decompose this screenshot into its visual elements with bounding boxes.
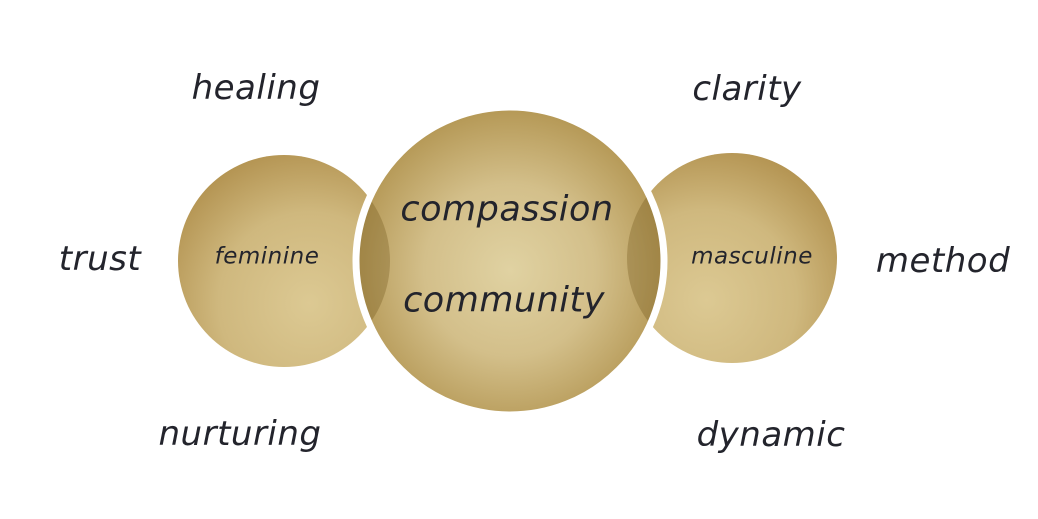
center-circle [356, 107, 664, 415]
label-clarity: clarity [692, 69, 802, 109]
label-compassion: compassion [400, 189, 614, 230]
label-masculine: masculine [691, 243, 813, 270]
label-trust: trust [58, 239, 142, 279]
label-community: community [403, 280, 605, 321]
masculine-circle [627, 153, 837, 363]
center-circle-white-ring [352, 103, 668, 419]
label-dynamic: dynamic [696, 415, 846, 455]
label-healing: healing [191, 68, 321, 108]
label-nurturing: nurturing [158, 414, 322, 454]
feminine-circle [178, 155, 390, 367]
label-method: method [875, 241, 1011, 281]
label-feminine: feminine [214, 243, 320, 270]
